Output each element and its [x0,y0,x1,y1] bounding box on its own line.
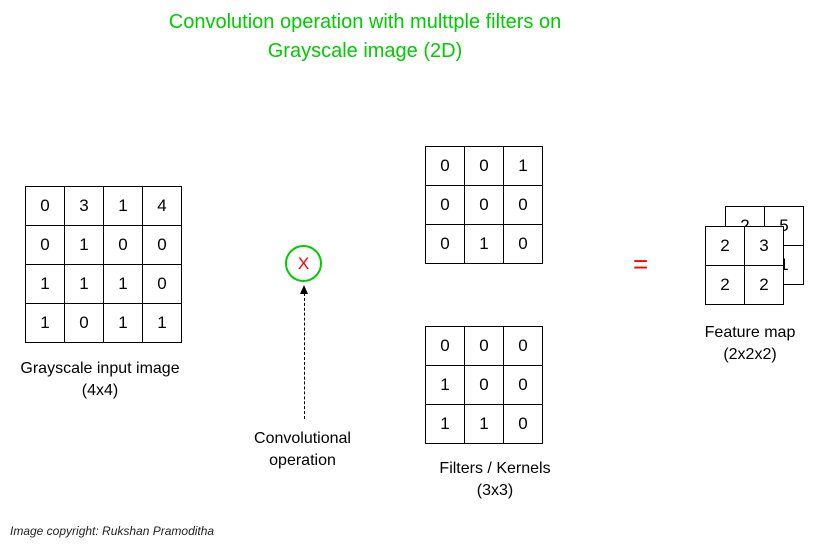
operator-symbol: X [297,253,310,273]
grid-cell: 1 [464,224,504,264]
grid-cell: 0 [425,185,465,225]
grid-cell: 0 [503,326,543,366]
grid-row: 0 0 0 [425,326,543,366]
grid-cell: 0 [25,186,65,226]
caption-line: Filters / Kernels [439,460,551,477]
grid-cell: 0 [464,146,504,186]
grid-row: 1 1 1 0 [25,264,182,304]
grid-cell: 0 [425,224,465,264]
arrow-head-icon [300,285,308,294]
title-line-2: Grayscale image (2D) [267,40,463,62]
grid-row: 2 3 [705,226,784,266]
filters-caption: Filters / Kernels (3x3) [410,458,580,502]
grid-cell: 3 [64,186,104,226]
grid-cell: 1 [425,365,465,405]
grid-row: 1 1 0 [425,404,543,444]
grid-cell: 1 [103,186,143,226]
grid-cell: 2 [744,265,784,305]
grid-cell: 0 [425,146,465,186]
caption-line: (3x3) [476,482,514,499]
grid-row: 0 3 1 4 [25,186,182,226]
caption-line: Convolutional [254,430,351,447]
convolution-operator-icon: X [285,245,322,282]
grid-cell: 1 [64,225,104,265]
grid-cell: 0 [25,225,65,265]
feature-map-caption: Feature map (2x2x2) [680,322,820,366]
grid-cell: 1 [103,264,143,304]
feature-map-front-grid: 2 3 2 2 [705,226,784,305]
grid-cell: 0 [103,225,143,265]
grid-cell: 0 [464,365,504,405]
input-image-grid: 0 3 1 4 0 1 0 0 1 1 1 0 1 0 1 1 [25,186,182,343]
equals-sign: = [633,249,649,279]
caption-line: Feature map [704,324,796,341]
diagram-title: Convolution operation with multtple filt… [0,8,730,66]
title-line-1: Convolution operation with multtple filt… [168,11,562,33]
caption-line: (4x4) [81,382,119,399]
copyright-note: Image copyright: Rukshan Pramoditha [10,524,215,538]
operation-caption: Convolutional operation [225,428,380,472]
grid-cell: 0 [142,264,182,304]
caption-line: (2x2x2) [723,346,777,363]
grid-cell: 0 [503,404,543,444]
grid-cell: 1 [103,303,143,343]
grid-row: 0 1 0 [425,224,543,264]
grid-cell: 0 [503,365,543,405]
filter-1-grid: 0 0 1 0 0 0 0 1 0 [425,146,543,264]
grid-cell: 0 [464,185,504,225]
grid-cell: 1 [142,303,182,343]
grid-cell: 0 [503,224,543,264]
grid-cell: 0 [503,185,543,225]
caption-line: operation [269,452,336,469]
grid-cell: 1 [25,264,65,304]
grid-cell: 0 [64,303,104,343]
grid-cell: 1 [503,146,543,186]
grid-cell: 2 [705,226,745,266]
dashed-arrow-line [304,293,305,419]
grid-row: 1 0 0 [425,365,543,405]
grid-cell: 3 [744,226,784,266]
grid-cell: 1 [464,404,504,444]
grid-row: 0 1 0 0 [25,225,182,265]
grid-row: 1 0 1 1 [25,303,182,343]
grid-cell: 4 [142,186,182,226]
input-image-caption: Grayscale input image (4x4) [0,358,200,402]
grid-cell: 0 [142,225,182,265]
grid-cell: 0 [464,326,504,366]
grid-row: 0 0 1 [425,146,543,186]
grid-cell: 1 [25,303,65,343]
grid-cell: 0 [425,326,465,366]
grid-row: 0 0 0 [425,185,543,225]
grid-cell: 2 [705,265,745,305]
grid-row: 2 2 [705,265,784,305]
caption-line: Grayscale input image [20,360,180,377]
filter-2-grid: 0 0 0 1 0 0 1 1 0 [425,326,543,444]
grid-cell: 1 [64,264,104,304]
grid-cell: 1 [425,404,465,444]
